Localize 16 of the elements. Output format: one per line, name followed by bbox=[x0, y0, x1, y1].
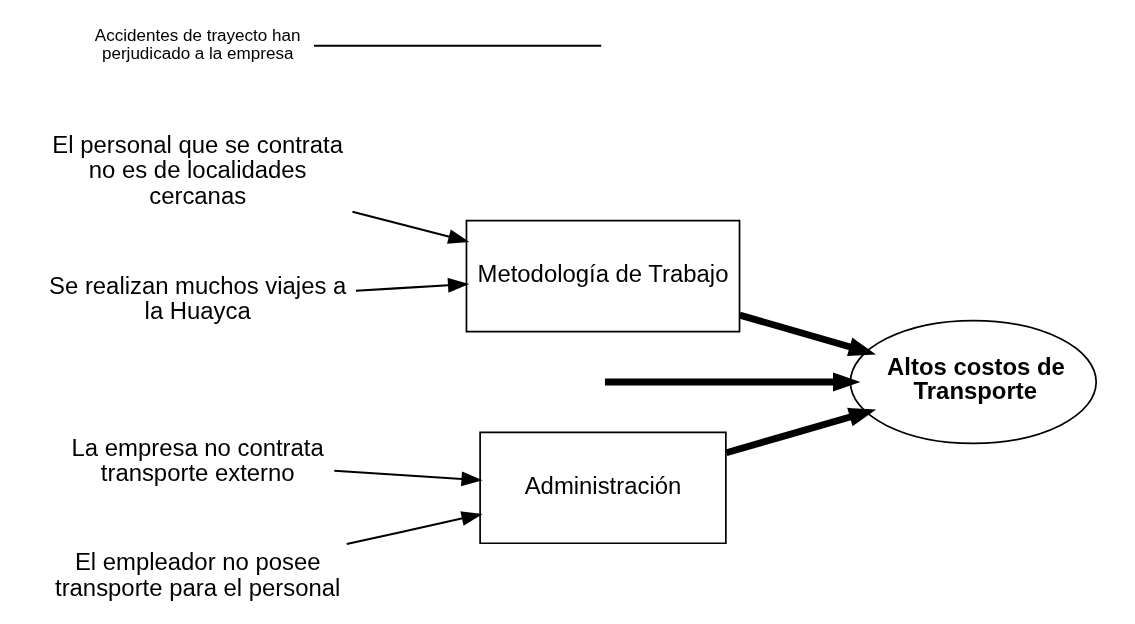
arrow bbox=[346, 511, 483, 545]
node-box: Administración bbox=[478, 431, 727, 545]
arrow bbox=[738, 311, 876, 357]
connector bbox=[313, 44, 601, 47]
node-ellipse: Altos costos de Transporte bbox=[849, 319, 1097, 445]
arrow bbox=[351, 210, 469, 244]
arrow bbox=[604, 372, 860, 392]
node-text: Accidentes de trayecto han perjudicado a la empresa bbox=[94, 25, 300, 64]
arrow bbox=[333, 469, 483, 487]
node-text: El personal que se contrata no es de localidades cercanas bbox=[51, 130, 343, 209]
arrow bbox=[724, 407, 876, 456]
arrow bbox=[355, 277, 469, 293]
node-box: Metodología de Trabajo bbox=[465, 219, 740, 333]
node-text: Se realizan muchos viajes a la Huayca bbox=[48, 271, 346, 325]
node-text: La empresa no contrata transporte externo bbox=[71, 433, 324, 487]
node-text: El empleador no posee transporte para el personal bbox=[54, 548, 340, 601]
